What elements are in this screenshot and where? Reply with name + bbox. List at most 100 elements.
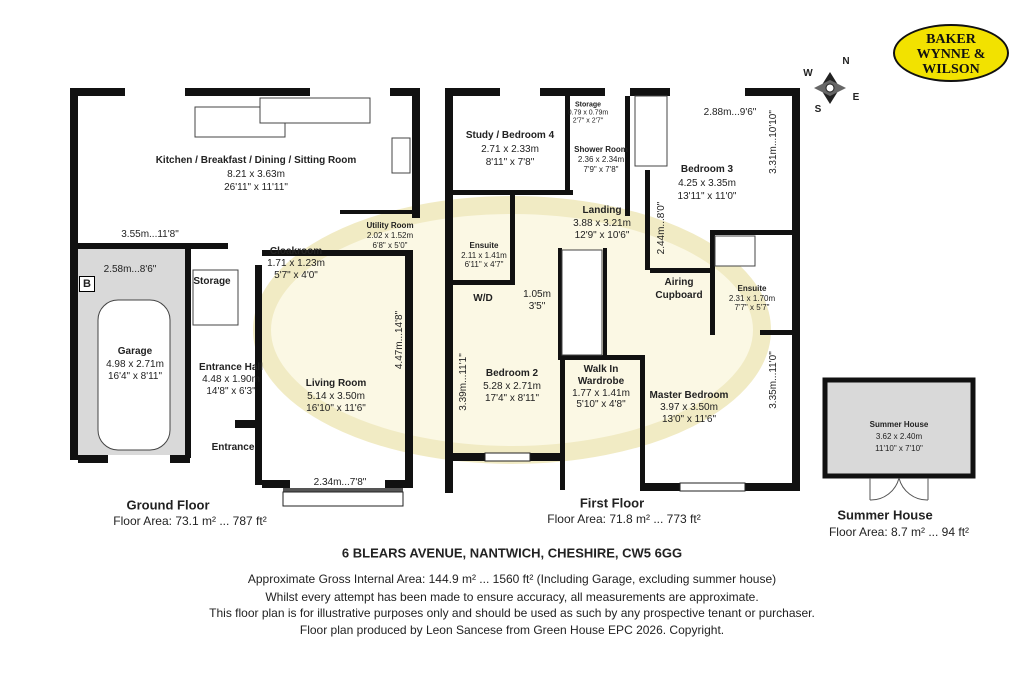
hall-label: Entrance Hall [199,362,263,373]
shower-metric: 2.36 x 2.34m [577,155,625,164]
storage-label: Storage [193,276,231,287]
property-address: 6 BLEARS AVENUE, NANTWICH, CHESHIRE, CW5… [341,545,683,561]
window-master [679,482,746,492]
wardrobe-label-1: Walk In [583,364,619,375]
bed2-height-dim: 3.39m...11'1" [458,353,469,411]
car-icon [97,299,171,451]
first-floor-walls [445,88,800,493]
airing-label-2: Cupboard [655,290,703,301]
ensuite1-label: Ensuite [469,241,499,250]
ensuite2-metric: 2.31 x 1.70m [728,294,776,303]
shower-label: Shower Room [574,145,628,154]
compass-s: S [814,104,822,115]
logo-line2: WYNNE & [916,47,986,62]
bed2-metric: 5.28 x 2.71m [483,381,541,392]
bed3-width-dim: 2.88m...9'6" [703,107,757,118]
master-label: Master Bedroom [649,390,729,401]
first-floor-title: First Floor [579,495,645,511]
ensuite2-label: Ensuite [737,284,767,293]
kitchen-imperial: 26'11" x 11'11" [224,182,288,193]
logo-line1: BAKER [926,32,976,47]
summer-house-walls [822,377,976,479]
master-metric: 3.97 x 3.50m [660,402,718,413]
ground-floor-area: Floor Area: 73.1 m² ... 787 ft² [113,514,267,528]
compass-icon [814,72,846,104]
kitchen-width-dim: 3.55m...11'8" [121,229,179,240]
kitchen-metric: 8.21 x 3.63m [227,169,285,180]
summer-house-title: Summer House [837,507,933,523]
summer-house-label: Summer House [869,420,929,429]
living-height-dim: 4.47m...14'8" [394,310,405,370]
logo-line3: WILSON [922,62,980,77]
kitchen-units-icon [259,97,371,124]
bay-window [282,491,404,507]
garage-width-dim: 2.58m...8'6" [103,264,157,275]
shower-tray-icon [634,95,668,167]
summer-house-doors [869,477,929,501]
bed2-label: Bedroom 2 [485,368,539,379]
bed3-metric: 4.25 x 3.35m [678,178,736,189]
airing-label-1: Airing [664,277,694,288]
hall-imperial: 14'8" x 6'3" [206,386,256,397]
hob-icon [391,137,411,174]
summer-house-imperial: 11'10" x 7'10" [875,444,923,453]
disclaimer-2: This floor plan is for illustrative purp… [209,606,815,620]
compass-w: W [803,68,813,79]
cloakroom-metric: 1.71 x 1.23m [267,258,325,269]
study-label: Study / Bedroom 4 [465,130,555,141]
landing-metric: 3.88 x 3.21m [573,218,631,229]
gross-area: Approximate Gross Internal Area: 144.9 m… [247,572,777,586]
summer-house-area: Floor Area: 8.7 m² ... 94 ft² [828,525,970,539]
landing-imperial: 12'9" x 10'6" [574,230,630,241]
compass-e: E [852,92,860,103]
garage-imperial: 16'4" x 8'11" [107,371,163,382]
bed3-imperial: 13'11" x 11'0" [677,191,737,202]
bed2-imperial: 17'4" x 8'11" [484,393,540,404]
cloakroom-label: Cloakroom [269,246,323,257]
disclaimer-1: Whilst every attempt has been made to en… [265,590,759,604]
stairs-first [561,249,603,356]
window-bed2 [484,452,531,462]
shower-imperial: 7'9" x 7'8" [583,165,619,174]
storage-ff-imperial: 2'7" x 2'7" [572,117,604,125]
garage-label: Garage [117,346,153,357]
stairs-ground [192,269,239,326]
landing-label: Landing [582,205,622,216]
disclaimer-3: Floor plan produced by Leon Sancese from… [299,623,725,637]
kitchen-label: Kitchen / Breakfast / Dining / Sitting R… [155,155,357,166]
storage-ff-metric: 0.79 x 0.79m [567,109,609,117]
compass-n: N [842,56,850,67]
wardrobe-imperial: 5'10" x 4'8" [576,399,626,410]
ensuite2-imperial: 7'7" x 5'7" [734,303,770,312]
ensuite-shower-icon [714,235,756,267]
wd-label: W/D [473,293,493,304]
landing-dim: 2.44m...8'0" [656,201,667,255]
first-floor-area: Floor Area: 71.8 m² ... 773 ft² [547,512,701,526]
bay-width-dim: 2.34m...7'8" [313,477,367,488]
utility-label: Utility Room [366,221,414,230]
living-label: Living Room [305,378,367,389]
garage-metric: 4.98 x 2.71m [106,359,164,370]
study-imperial: 8'11" x 7'8" [485,157,535,168]
baker-wynne-wilson-logo: BAKER WYNNE & WILSON [893,24,1009,82]
hall-metric: 4.48 x 1.90m [202,374,260,385]
utility-metric: 2.02 x 1.52m [366,231,414,240]
master-height-dim: 3.35m...11'0" [768,351,779,409]
study-metric: 2.71 x 2.33m [481,144,539,155]
garage-badge: B [79,276,95,292]
ground-floor-walls [70,88,420,492]
cloakroom-imperial: 5'7" x 4'0" [274,270,318,281]
bed3-height-dim: 3.31m...10'10" [768,110,779,174]
living-metric: 5.14 x 3.50m [307,391,365,402]
entrance-label: Entrance [211,442,255,453]
passage-imperial: 3'5" [528,301,546,312]
wardrobe-metric: 1.77 x 1.41m [572,388,630,399]
summer-house-metric: 3.62 x 2.40m [875,432,923,441]
utility-imperial: 6'8" x 5'0" [372,241,408,250]
living-imperial: 16'10" x 11'6" [306,403,366,414]
ensuite1-metric: 2.11 x 1.41m [461,251,507,260]
passage-metric: 1.05m [523,289,551,300]
wardrobe-label-2: Wardrobe [577,376,625,387]
